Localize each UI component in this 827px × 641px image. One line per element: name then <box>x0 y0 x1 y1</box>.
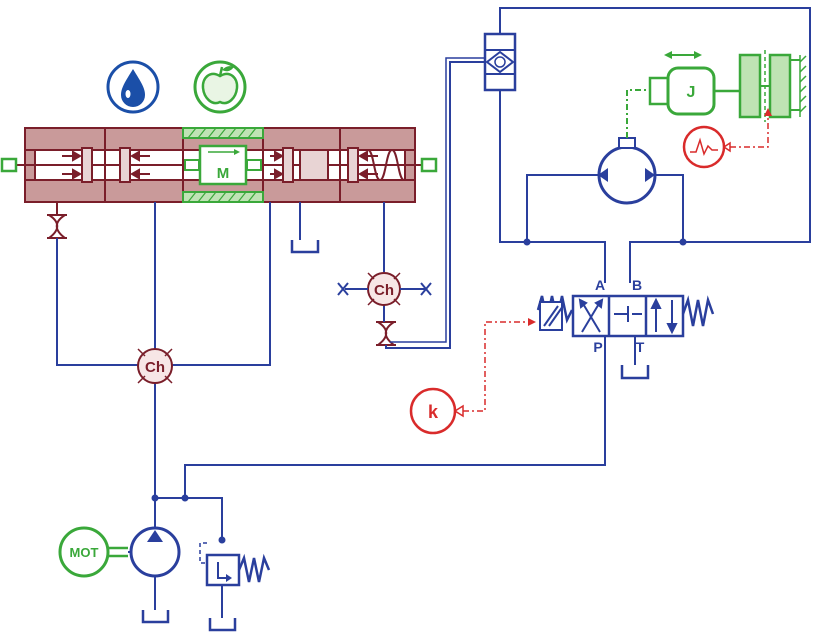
linear-actuator-assembly: M <box>0 127 438 203</box>
chamber-right-label: Ch <box>374 282 394 299</box>
port-p-label: P <box>593 339 602 355</box>
port-a-label: A <box>595 277 605 293</box>
throttle-left <box>47 202 67 239</box>
port-b-label: B <box>632 277 642 293</box>
shuttle-valve <box>483 32 517 92</box>
chamber-node-main: Ch <box>137 348 173 384</box>
hydraulic-lines <box>56 7 811 618</box>
relief-valve <box>199 542 271 587</box>
junction-dots <box>151 238 687 544</box>
port-t-label: T <box>636 339 645 355</box>
electric-motor: MOT <box>58 526 128 578</box>
hydraulic-motor <box>597 137 657 205</box>
water-drop-icon <box>106 60 160 114</box>
apple-icon <box>193 60 247 114</box>
directional-valve: A B P T <box>536 277 715 355</box>
chamber-node-right: Ch <box>337 272 432 306</box>
chamber-main-label: Ch <box>145 359 165 376</box>
gain-block: k <box>409 318 536 435</box>
gain-label: k <box>428 402 439 422</box>
tank-symbols <box>141 240 650 632</box>
hydraulic-pump <box>128 526 181 578</box>
motor-label: MOT <box>70 545 99 560</box>
mass-label: M <box>217 165 230 182</box>
signal-generator <box>682 108 772 169</box>
rotary-inertia-assembly: J <box>626 50 807 138</box>
inertia-label: J <box>687 84 696 101</box>
